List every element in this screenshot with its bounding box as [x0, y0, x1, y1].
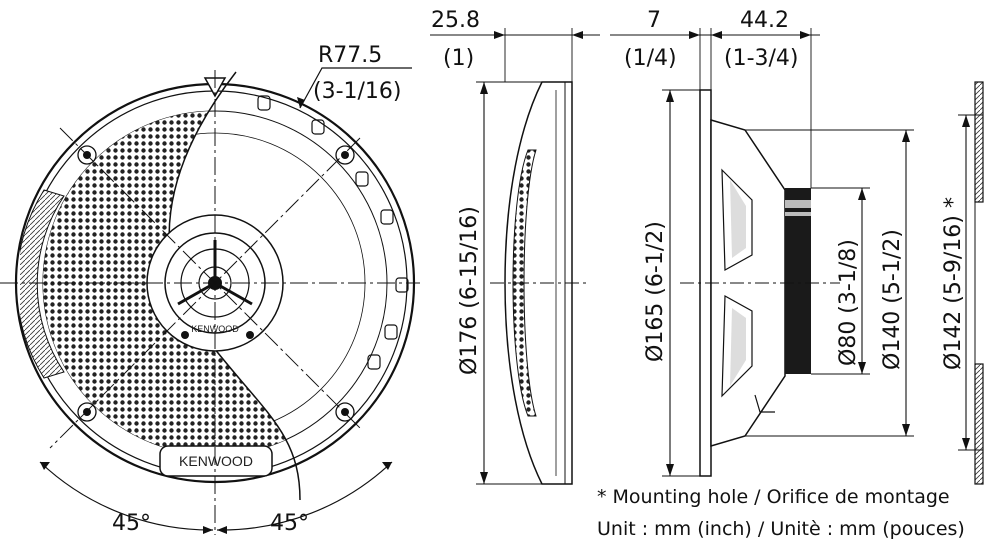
radius-mm-label: R77.5 [318, 43, 382, 68]
tweeter-terminal-left [181, 331, 189, 339]
mounting-hole-note: * Mounting hole / Orifice de montage [597, 486, 950, 508]
angle-arc-right [216, 461, 393, 531]
radius-leader [299, 67, 412, 109]
grille-brand-text: KENWOOD [179, 453, 253, 469]
rim-tabs [257, 95, 409, 370]
grille-depth-in-label: (1) [443, 46, 474, 71]
panel-upper [974, 81, 984, 203]
cutout-asterisk: * [941, 197, 966, 208]
diagonal-line-right [49, 137, 361, 449]
diagonal-line-left [59, 127, 361, 429]
angle-right-label: 45° [270, 511, 309, 536]
grille-side-mesh [512, 149, 537, 417]
flange-in-label: (1/4) [624, 46, 677, 71]
front-view: KENWOOD KENWOO [0, 43, 420, 536]
tweeter-brand-text: KENWOOD [191, 324, 239, 334]
grille-depth-mm-label: 25.8 [431, 8, 480, 33]
speaker-side-view: 7 (1/4) 44.2 (1-3/4) Ø165 (6-1/2) Ø80 (3… [610, 8, 914, 477]
grille-side-view: 25.8 (1) Ø176 (6-15/16) [430, 8, 600, 485]
panel-lower [974, 363, 984, 485]
tweeter-terminal-right [246, 331, 254, 339]
grille-diameter-label: Ø176 (6-15/16) [457, 206, 482, 375]
frame-diameter-label: Ø140 (5-1/2) [880, 229, 905, 370]
speaker-magnet [785, 188, 811, 374]
angle-arc-left [39, 461, 214, 531]
unit-note: Unit : mm (inch) / Unitè : mm (pouces) [597, 518, 965, 540]
radius-in-label: (3-1/16) [313, 79, 402, 104]
mounting-panel-view: Ø142 (5-9/16) * [941, 81, 984, 485]
grille-logo-badge [159, 445, 273, 477]
speaker-depth-mm-label: 44.2 [740, 8, 789, 33]
speaker-depth-in-label: (1-3/4) [724, 46, 799, 71]
magnet-diameter-label: Ø80 (3-1/8) [836, 239, 861, 366]
flange-mm-label: 7 [647, 8, 661, 33]
cutout-diameter-label: Ø142 (5-9/16) [941, 215, 966, 370]
angle-left-label: 45° [112, 511, 151, 536]
speaker-outer-diameter-label: Ø165 (6-1/2) [643, 221, 668, 362]
